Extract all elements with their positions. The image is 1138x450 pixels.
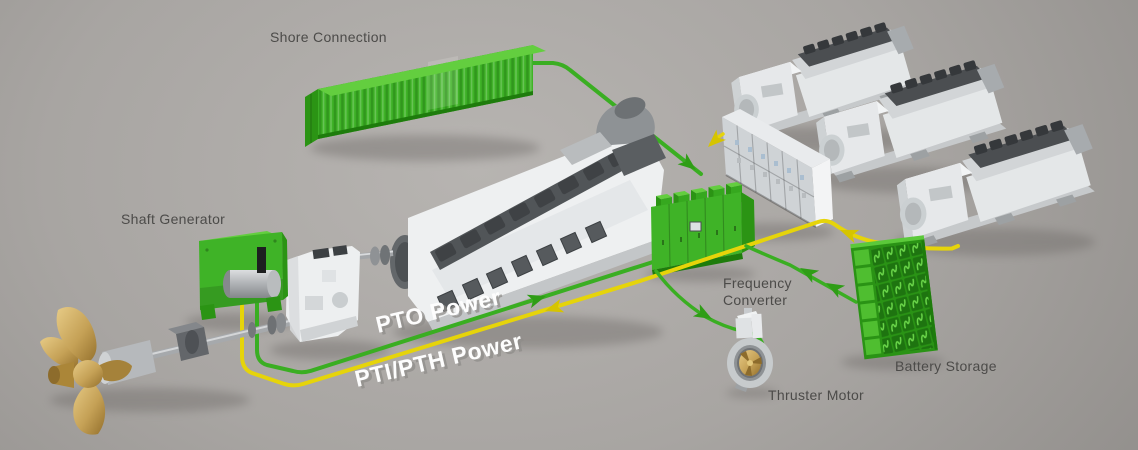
battery-storage [850, 235, 938, 360]
switchboard-stub-line [703, 129, 726, 153]
label-battery-storage: Battery Storage [895, 358, 997, 374]
pto-power-line [255, 260, 655, 375]
battery-power-line [744, 244, 858, 304]
label-shore-connection: Shore Connection [270, 29, 387, 45]
thruster-power-line [654, 269, 744, 333]
label-thruster-motor: Thruster Motor [768, 387, 864, 403]
thruster-motor [727, 308, 773, 392]
label-frequency-converter-line1: Frequency [723, 275, 792, 291]
label-frequency-converter-line2: Converter [723, 292, 787, 308]
main-switchboard [722, 109, 833, 228]
shore-power-line [527, 61, 703, 176]
shaft-generator [199, 231, 288, 320]
label-shaft-generator: Shaft Generator [121, 211, 225, 227]
propeller [40, 306, 132, 435]
shore-connection-container [305, 45, 546, 147]
pti-pth-power-line [240, 279, 642, 388]
gearbox [286, 245, 360, 342]
main-engine [390, 97, 666, 333]
